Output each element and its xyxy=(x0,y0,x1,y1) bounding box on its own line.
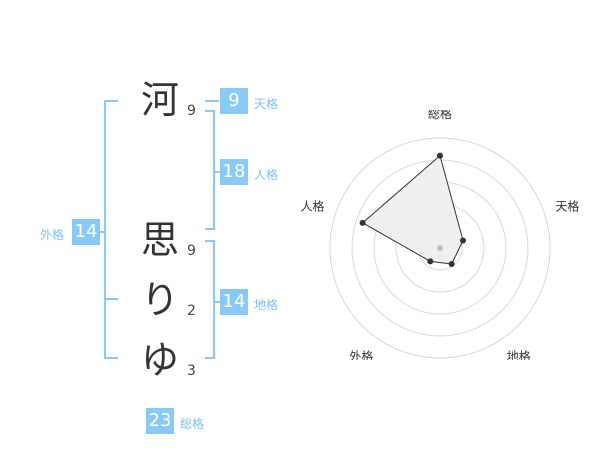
gaikaku-bracket-top xyxy=(104,100,118,102)
tenkaku-connector xyxy=(205,100,219,102)
jinkaku-bracket-top xyxy=(205,110,215,112)
chikaku-label: 地格 xyxy=(254,298,279,312)
radar-grid-ring-5 xyxy=(329,137,551,359)
given-char-1: 思 xyxy=(140,218,179,262)
jinkaku-bracket-bottom xyxy=(205,228,215,230)
gaikaku-label: 外格 xyxy=(40,228,65,242)
radar-point-3 xyxy=(448,261,455,268)
given-char-3: ゆ xyxy=(140,338,179,382)
surname-char-1: 河 xyxy=(140,78,179,122)
surname-char-1-strokes: 9 xyxy=(187,103,196,119)
gaikaku-bracket-bottom xyxy=(104,357,118,359)
chikaku-value-box: 14 xyxy=(220,289,248,315)
radar-axis-label-2: 天格 xyxy=(555,199,579,214)
radar-axis-label-3: 地格 xyxy=(507,348,531,360)
radar-point-2 xyxy=(460,237,467,244)
soukaku-value-box: 23 xyxy=(146,408,174,434)
chikaku-bracket-bottom xyxy=(205,357,215,359)
given-char-2-strokes: 2 xyxy=(187,303,196,319)
radar-center-dot xyxy=(437,245,443,251)
radar-points xyxy=(359,152,467,268)
radar-point-1 xyxy=(437,152,443,159)
jinkaku-value-box: 18 xyxy=(220,159,248,185)
jinkaku-connector xyxy=(213,171,220,173)
gaikaku-bracket-mid xyxy=(104,298,118,300)
chikaku-bracket-vertical xyxy=(213,240,215,359)
radar-axis-label-5: 人格 xyxy=(301,199,325,214)
given-char-3-strokes: 3 xyxy=(187,363,196,379)
soukaku-label: 総格 xyxy=(180,417,205,431)
radar-axis-label-4: 外格 xyxy=(349,348,373,360)
gaikaku-value-box: 14 xyxy=(72,219,100,245)
chikaku-connector xyxy=(213,301,220,303)
gaikaku-bracket-vertical xyxy=(104,100,106,359)
radar-point-4 xyxy=(427,258,434,265)
radar-polygon xyxy=(361,154,464,265)
given-char-2: り xyxy=(140,278,179,322)
gaikaku-connector xyxy=(98,231,106,233)
tenkaku-label: 天格 xyxy=(254,97,279,111)
tenkaku-value-box: 9 xyxy=(220,88,248,114)
radar-point-5 xyxy=(359,219,366,226)
jinkaku-label: 人格 xyxy=(254,168,279,182)
jinkaku-bracket-vertical xyxy=(213,110,215,230)
radar-axis-label-1: 総格 xyxy=(428,110,452,121)
chikaku-bracket-top xyxy=(205,240,215,242)
given-char-1-strokes: 9 xyxy=(187,243,196,259)
